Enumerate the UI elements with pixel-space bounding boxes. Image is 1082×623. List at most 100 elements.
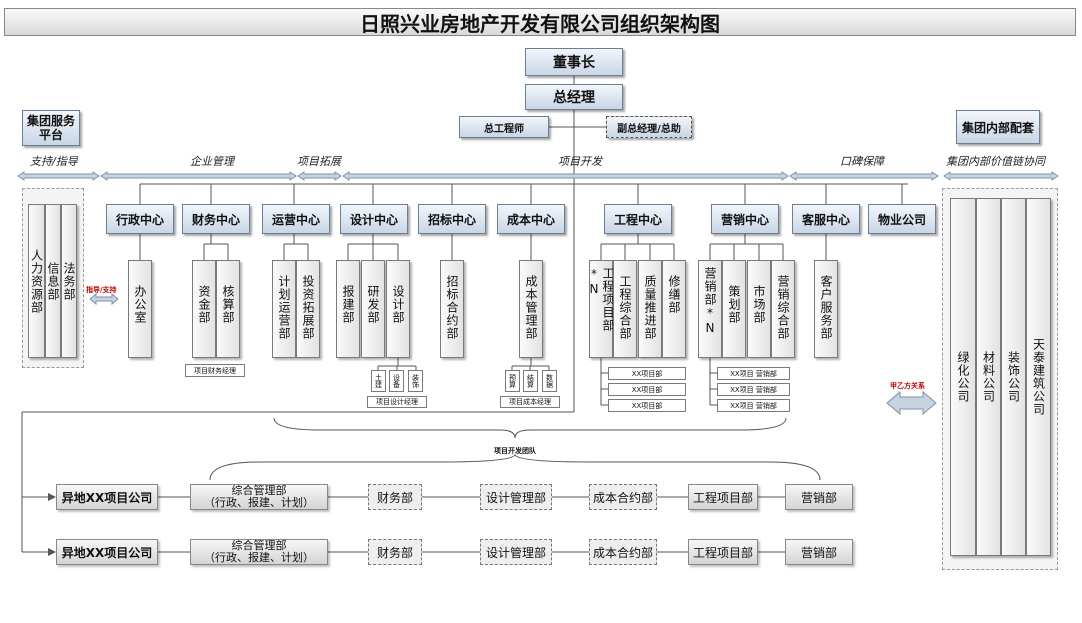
- sales-dept-1[interactable]: 营销部: [785, 484, 853, 510]
- deputy-gm-box[interactable]: 副总经理/总助: [606, 116, 692, 138]
- project-finance-manager-label: 项目财务经理: [194, 366, 236, 375]
- cost-center[interactable]: 成本中心: [497, 204, 565, 234]
- cost-center-label: 成本中心: [506, 212, 555, 227]
- operation-center[interactable]: 运营中心: [262, 204, 330, 234]
- fund-dept[interactable]: 资金部: [192, 260, 216, 358]
- legal-dept-label: 法务部: [62, 261, 76, 301]
- engineering-project-dept-1[interactable]: 工程项目部: [688, 484, 758, 510]
- project-finance-manager[interactable]: 项目财务经理: [185, 364, 245, 377]
- project-company-2-label: 异地XX项目公司: [61, 545, 153, 560]
- cost-sub-settlement[interactable]: 结算: [523, 370, 538, 392]
- project-design-manager-label: 项目设计经理: [376, 398, 418, 406]
- mkt-project-2[interactable]: XX项目 营销部: [717, 383, 790, 396]
- decoration-company[interactable]: 装饰公司: [1001, 198, 1026, 556]
- mkt-project-1[interactable]: XX项目 营销部: [717, 367, 790, 380]
- tiantai-construction-company[interactable]: 天泰建筑公司: [1026, 198, 1051, 556]
- project-company-1[interactable]: 异地XX项目公司: [56, 484, 158, 510]
- design-center[interactable]: 设计中心: [340, 204, 408, 234]
- bid-contract-dept[interactable]: 招标合约部: [440, 260, 464, 358]
- general-mgmt-dept-1-line2: （行政、报建、计划）: [204, 496, 314, 509]
- greening-company-label: 绿化公司: [956, 351, 970, 403]
- rnd-dept[interactable]: 研发部: [361, 260, 385, 358]
- planning-dept-label: 计划运营部: [277, 275, 291, 340]
- project-design-manager[interactable]: 项目设计经理: [367, 396, 427, 408]
- materials-company-label: 材料公司: [981, 351, 996, 403]
- marketing-dept[interactable]: 营销部*N: [698, 260, 722, 358]
- group-service-platform[interactable]: 集团服务平台: [22, 110, 80, 146]
- legal-dept[interactable]: 法务部: [61, 204, 77, 358]
- section-expand: 项目拓展: [297, 155, 341, 168]
- cost-contract-dept-1[interactable]: 成本合约部: [589, 484, 657, 510]
- marketing-center[interactable]: 营销中心: [711, 204, 779, 234]
- eng-general-dept[interactable]: 工程综合部: [613, 260, 637, 358]
- repair-dept-label: 修缮部: [667, 275, 681, 314]
- bid-center[interactable]: 招标中心: [418, 204, 486, 234]
- marketing-center-label: 营销中心: [720, 212, 769, 227]
- service-center[interactable]: 客服中心: [792, 204, 860, 234]
- design-sub-equipment[interactable]: 设备: [389, 370, 404, 392]
- eng-project-3[interactable]: XX项目部: [608, 399, 686, 412]
- cost-contract-dept-2[interactable]: 成本合约部: [589, 539, 657, 565]
- chief-engineer-box[interactable]: 总工程师: [459, 116, 549, 138]
- customer-service-dept[interactable]: 客户服务部: [814, 260, 838, 358]
- finance-dept-2[interactable]: 财务部: [368, 539, 422, 565]
- repair-dept[interactable]: 修缮部: [662, 260, 686, 358]
- engineering-project-dept-2[interactable]: 工程项目部: [688, 539, 758, 565]
- title-bar: 日照兴业房地产开发有限公司组织架构图: [4, 8, 1076, 36]
- design-mgmt-dept-2[interactable]: 设计管理部: [480, 539, 552, 565]
- info-dept[interactable]: 信息部: [45, 204, 61, 358]
- design-dept-label: 设计部: [391, 285, 405, 324]
- greening-company[interactable]: 绿化公司: [950, 198, 976, 556]
- design-mgmt-dept-1-label: 设计管理部: [485, 490, 546, 505]
- investment-dept[interactable]: 投资拓展部: [296, 260, 320, 358]
- general-mgmt-dept-1-line1: 综合管理部: [231, 484, 287, 497]
- cost-management-dept[interactable]: 成本管理部: [519, 260, 543, 358]
- finance-dept-1-label: 财务部: [376, 490, 413, 505]
- property-company-label: 物业公司: [877, 212, 926, 227]
- project-company-2[interactable]: 异地XX项目公司: [56, 539, 158, 565]
- design-sub-decoration[interactable]: 装饰: [408, 370, 423, 392]
- admin-center-label: 行政中心: [115, 212, 164, 227]
- gm-box[interactable]: 总经理: [525, 84, 623, 110]
- accounting-dept[interactable]: 核算部: [216, 260, 240, 358]
- group-internal-support[interactable]: 集团内部配套: [956, 110, 1040, 144]
- market-dept[interactable]: 市场部: [747, 260, 771, 358]
- team-label: 项目开发团队: [494, 447, 536, 455]
- eng-project-dept[interactable]: 工程项目部*N: [587, 260, 615, 358]
- office-dept[interactable]: 办公室: [128, 260, 152, 358]
- planning-dept[interactable]: 计划运营部: [272, 260, 296, 358]
- permit-dept[interactable]: 报建部: [336, 260, 360, 358]
- finance-center[interactable]: 财务中心: [182, 204, 250, 234]
- admin-center[interactable]: 行政中心: [106, 204, 174, 234]
- marketing-general-dept[interactable]: 营销综合部: [771, 260, 795, 358]
- design-dept[interactable]: 设计部: [386, 260, 410, 358]
- project-cost-manager[interactable]: 项目成本经理: [500, 396, 560, 408]
- general-mgmt-dept-1[interactable]: 综合管理部 （行政、报建、计划）: [190, 484, 328, 510]
- party-relation-label: 甲乙方关系: [890, 382, 925, 390]
- permit-dept-label: 报建部: [341, 285, 355, 324]
- materials-company[interactable]: 材料公司: [976, 198, 1001, 556]
- eng-project-2[interactable]: XX项目部: [608, 383, 686, 396]
- general-mgmt-dept-2[interactable]: 综合管理部 （行政、报建、计划）: [190, 539, 328, 565]
- cost-sub-data[interactable]: 数据: [542, 370, 557, 392]
- decoration-company-label: 装饰公司: [1006, 351, 1021, 403]
- section-support: 支持/指导: [30, 155, 78, 168]
- eng-project-1[interactable]: XX项目部: [608, 367, 686, 380]
- marketing-dept-label: 营销部*N: [703, 267, 717, 336]
- mkt-project-3[interactable]: XX项目 营销部: [717, 399, 790, 412]
- chairman-box[interactable]: 董事长: [525, 48, 623, 76]
- hr-dept-label: 人力资源部: [29, 248, 44, 314]
- strategy-dept[interactable]: 策划部: [722, 260, 746, 358]
- engineering-center[interactable]: 工程中心: [604, 204, 672, 234]
- design-mgmt-dept-1[interactable]: 设计管理部: [480, 484, 552, 510]
- strategy-dept-label: 策划部: [727, 285, 741, 324]
- cost-sub-budget[interactable]: 预算: [505, 370, 520, 392]
- office-dept-label: 办公室: [133, 285, 147, 324]
- quality-dept[interactable]: 质量推进部: [638, 260, 662, 358]
- finance-dept-1[interactable]: 财务部: [368, 484, 422, 510]
- hr-dept[interactable]: 人力资源部: [28, 204, 45, 358]
- engineering-center-label: 工程中心: [613, 212, 662, 227]
- sales-dept-2[interactable]: 营销部: [785, 539, 853, 565]
- property-company[interactable]: 物业公司: [868, 204, 936, 234]
- design-sub-civil[interactable]: 土建: [371, 370, 386, 392]
